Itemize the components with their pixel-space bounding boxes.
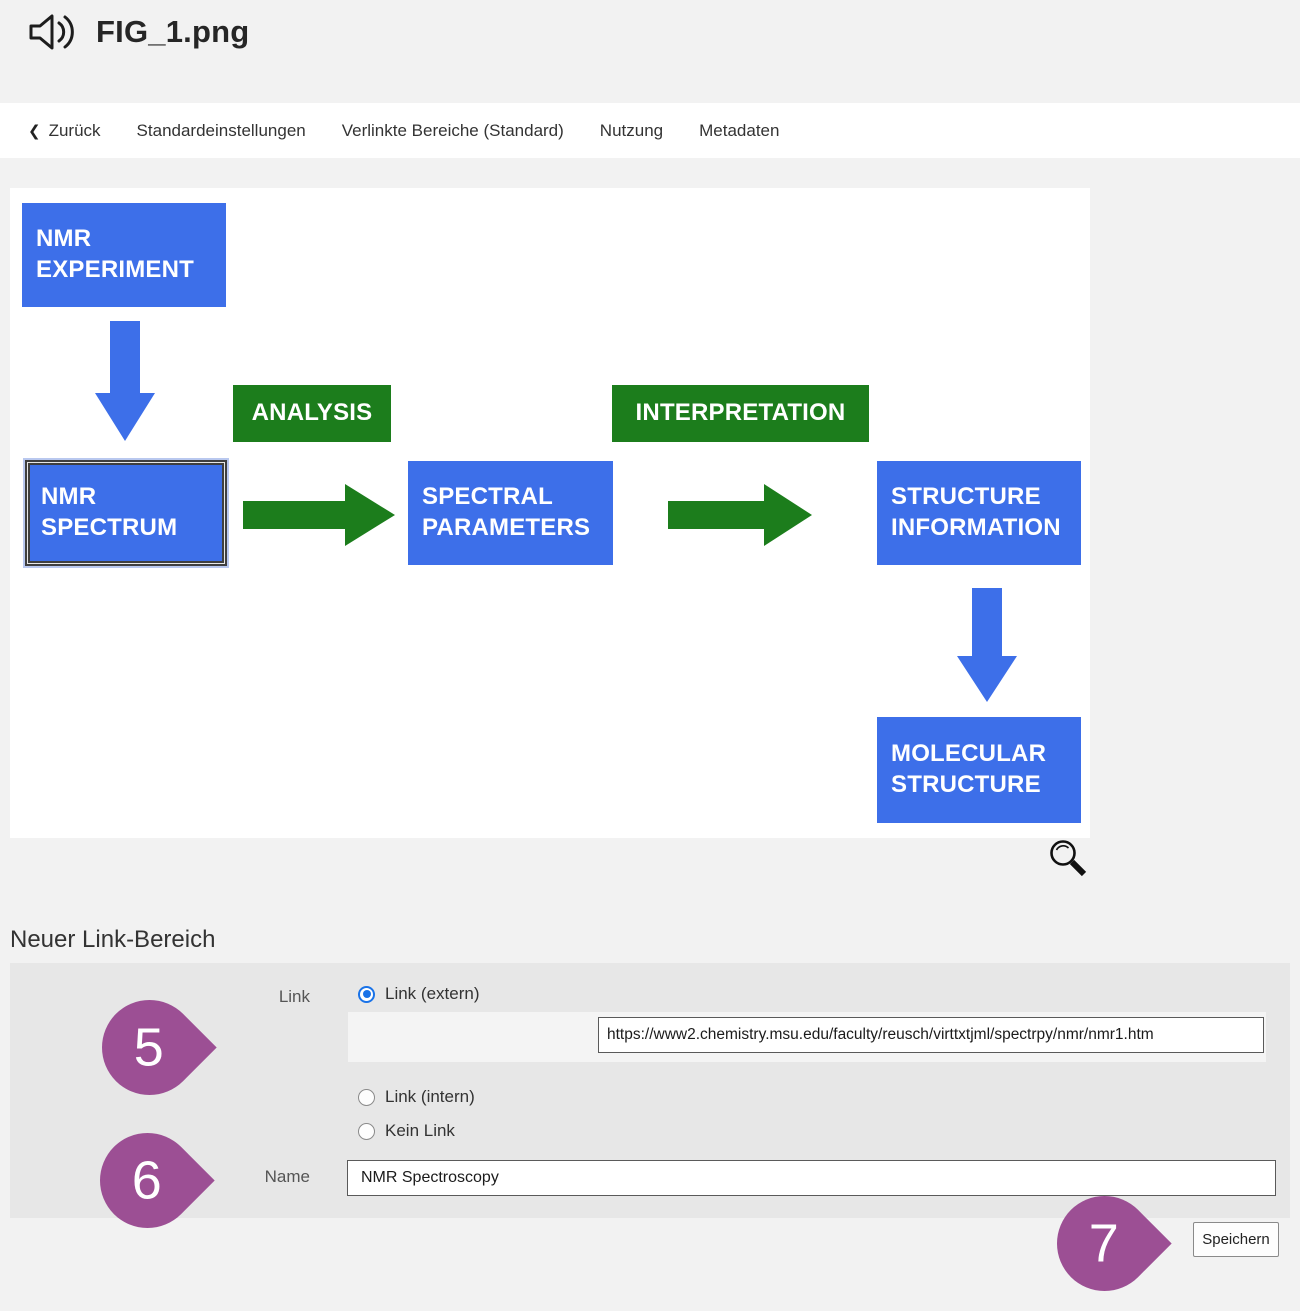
diagram-node-nmr-spectrum-selected[interactable]: NMR SPECTRUM (25, 460, 227, 566)
radio-link-extern[interactable]: Link (extern) (358, 984, 479, 1004)
radio-link-intern[interactable]: Link (intern) (358, 1087, 475, 1107)
radio-button-icon[interactable] (358, 1122, 375, 1140)
figure-canvas[interactable]: NMR EXPERIMENT ANALYSIS NMR SPECTRUM SPE… (10, 188, 1090, 838)
nav-back-button[interactable]: ❮ Zurück (28, 121, 101, 141)
diagram-node-nmr-experiment: NMR EXPERIMENT (22, 203, 226, 307)
section-heading: Neuer Link-Bereich (10, 926, 216, 953)
page-title: FIG_1.png (96, 14, 250, 49)
link-label: Link (278, 987, 310, 1006)
arrow-down-icon (95, 321, 155, 441)
nav-item-verlinkte-bereiche[interactable]: Verlinkte Bereiche (Standard) (341, 120, 564, 140)
chevron-left-icon: ❮ (28, 122, 41, 140)
name-input[interactable] (347, 1160, 1276, 1196)
nav-back-label: Zurück (48, 120, 101, 140)
link-region-panel: Link Link (extern) Link (intern) Kein Li… (10, 963, 1290, 1218)
diagram-node-analysis: ANALYSIS (233, 385, 391, 442)
save-button[interactable]: Speichern (1193, 1222, 1279, 1257)
nav-item-metadaten[interactable]: Metadaten (699, 120, 780, 140)
arrow-right-icon (243, 484, 395, 546)
diagram-node-interpretation: INTERPRETATION (612, 385, 869, 442)
speaker-icon (29, 14, 74, 50)
titlebar: FIG_1.png (28, 10, 249, 54)
radio-label: Kein Link (385, 1121, 455, 1140)
nav-item-standardeinstellungen[interactable]: Standardeinstellungen (136, 120, 306, 140)
radio-label: Link (extern) (385, 984, 480, 1003)
magnifier-icon[interactable] (1046, 838, 1092, 880)
nav-item-nutzung[interactable]: Nutzung (599, 120, 664, 140)
radio-button-icon[interactable] (358, 985, 375, 1003)
diagram-node-structure-information: STRUCTURE INFORMATION (877, 461, 1081, 565)
arrow-down-icon (957, 588, 1017, 702)
radio-label: Link (intern) (385, 1087, 475, 1106)
arrow-right-icon (668, 484, 812, 546)
radio-button-icon[interactable] (358, 1088, 375, 1106)
radio-kein-link[interactable]: Kein Link (358, 1121, 455, 1141)
diagram-node-molecular-structure: MOLECULAR STRUCTURE (877, 717, 1081, 823)
navbar: ❮ Zurück Standardeinstellungen Verlinkte… (0, 103, 1300, 158)
name-label: Name (264, 1167, 310, 1186)
diagram-node-spectral-parameters: SPECTRAL PARAMETERS (408, 461, 613, 565)
url-field-band (348, 1012, 1266, 1062)
link-url-input[interactable] (598, 1017, 1264, 1053)
